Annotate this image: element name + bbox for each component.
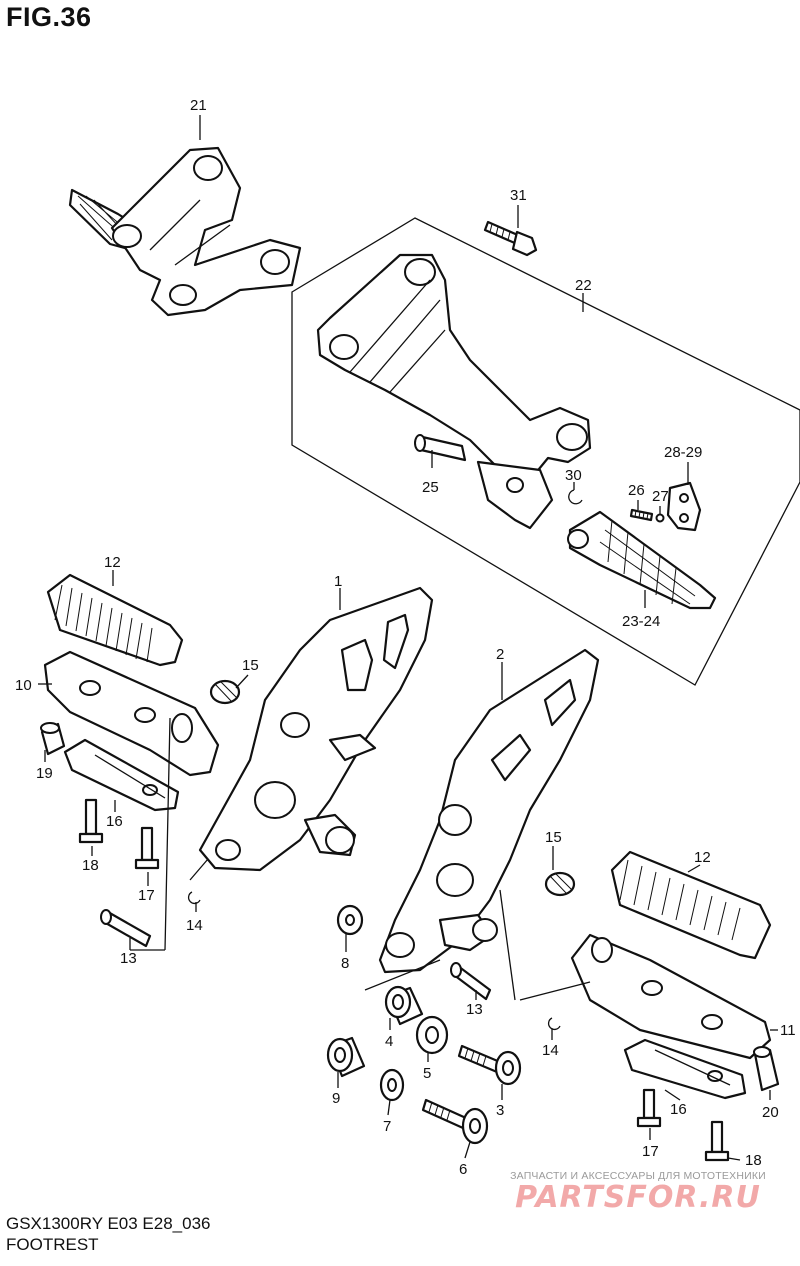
callout-20: 20 — [762, 1104, 779, 1121]
figure-title: FIG.36 — [6, 2, 92, 32]
part-25-pin[interactable] — [414, 434, 467, 462]
part-23-24-footpeg[interactable] — [567, 510, 717, 610]
callout-2: 2 — [496, 646, 504, 663]
callout-1: 1 — [334, 573, 342, 590]
part-10-footpeg-left[interactable] — [43, 650, 220, 777]
callout-17-right: 17 — [642, 1143, 659, 1160]
callout-13-left: 13 — [120, 950, 137, 967]
callout-18-left: 18 — [82, 857, 99, 874]
callout-3: 3 — [496, 1102, 504, 1119]
callout-25: 25 — [422, 479, 439, 496]
part-31-bolt[interactable] — [483, 220, 538, 257]
watermark-logo: PARTSFOR.RU — [515, 1180, 761, 1215]
part-11-footpeg-right[interactable] — [570, 933, 772, 1060]
callout-22: 22 — [575, 277, 592, 294]
part-16-plate-right[interactable] — [623, 1038, 747, 1100]
callout-30: 30 — [565, 467, 582, 484]
watermark: ЗАПЧАСТИ И АКСЕССУАРЫ ДЛЯ МОТОТЕХНИКИ PA… — [488, 1170, 788, 1215]
part-18-bolt-right[interactable] — [704, 1120, 730, 1162]
part-14-clip-left[interactable] — [188, 891, 201, 904]
callout-14-left: 14 — [186, 917, 203, 934]
watermark-caption: ЗАПЧАСТИ И АКСЕССУАРЫ ДЛЯ МОТОТЕХНИКИ — [510, 1170, 766, 1182]
part-28-29-plate[interactable] — [666, 481, 702, 532]
part-1-front-bracket-left[interactable] — [198, 586, 434, 872]
callout-6: 6 — [459, 1161, 467, 1178]
leader-lines — [38, 115, 778, 1161]
part-12-footpeg-rubber-right[interactable] — [610, 850, 772, 960]
part-30-clip[interactable] — [568, 489, 583, 505]
callout-13-right: 13 — [466, 1001, 483, 1018]
callout-12-right: 12 — [694, 849, 711, 866]
part-12-footpeg-rubber-left[interactable] — [46, 573, 184, 667]
diagram-footer: GSX1300RY E03 E28_036 FOOTREST — [6, 1213, 210, 1255]
part-26-spring[interactable] — [629, 508, 654, 522]
callout-15-right: 15 — [545, 829, 562, 846]
callout-12-left: 12 — [104, 554, 121, 571]
callout-28-29: 28-29 — [664, 444, 702, 461]
part-16-plate-left[interactable] — [63, 738, 180, 812]
part-19-stopper[interactable] — [40, 722, 66, 756]
callout-4: 4 — [385, 1033, 393, 1050]
part-18-bolt-left[interactable] — [78, 798, 104, 844]
part-5-washer[interactable] — [415, 1015, 449, 1055]
callout-16-left: 16 — [106, 813, 123, 830]
callout-5: 5 — [423, 1065, 431, 1082]
guide-lines-right — [364, 889, 591, 1001]
callout-15-left: 15 — [242, 657, 259, 674]
part-27-ball[interactable] — [655, 513, 665, 523]
part-2-front-bracket-right[interactable] — [378, 648, 600, 974]
callout-16-right: 16 — [670, 1101, 687, 1118]
part-15-spring-left[interactable] — [209, 679, 241, 705]
callout-10: 10 — [15, 677, 32, 694]
part-6-bolt[interactable] — [421, 1098, 489, 1145]
callout-11: 11 — [780, 1022, 796, 1039]
part-21-rear-bracket[interactable] — [68, 146, 302, 317]
part-17-bolt-left[interactable] — [134, 826, 160, 870]
model-code: GSX1300RY E03 E28_036 — [6, 1214, 211, 1233]
part-9-bushing[interactable] — [326, 1036, 366, 1078]
part-13-pin-right[interactable] — [450, 962, 492, 1001]
part-20-stopper[interactable] — [753, 1046, 780, 1092]
callout-18-right: 18 — [745, 1152, 762, 1169]
callout-31: 31 — [510, 187, 527, 204]
callout-9: 9 — [332, 1090, 340, 1107]
part-15-spring-right[interactable] — [544, 871, 576, 897]
part-13-pin-left[interactable] — [100, 909, 152, 948]
callout-21: 21 — [190, 97, 207, 114]
section-name: FOOTREST — [6, 1235, 99, 1254]
callout-26: 26 — [628, 482, 645, 499]
part-4-bushing[interactable] — [384, 985, 424, 1026]
part-14-clip-right[interactable] — [548, 1017, 561, 1030]
callout-19: 19 — [36, 765, 53, 782]
callout-27: 27 — [652, 488, 669, 505]
callout-7: 7 — [383, 1118, 391, 1135]
callout-17-left: 17 — [138, 887, 155, 904]
callout-14-right: 14 — [542, 1042, 559, 1059]
part-8-washer[interactable] — [336, 904, 364, 936]
part-17-bolt-right[interactable] — [636, 1088, 662, 1128]
part-7-washer[interactable] — [379, 1068, 405, 1102]
part-3-bolt[interactable] — [457, 1044, 522, 1086]
part-22-rear-bracket[interactable] — [316, 253, 592, 530]
callout-23-24: 23-24 — [622, 613, 660, 630]
callout-8: 8 — [341, 955, 349, 972]
assembly-22-outline — [291, 217, 800, 686]
